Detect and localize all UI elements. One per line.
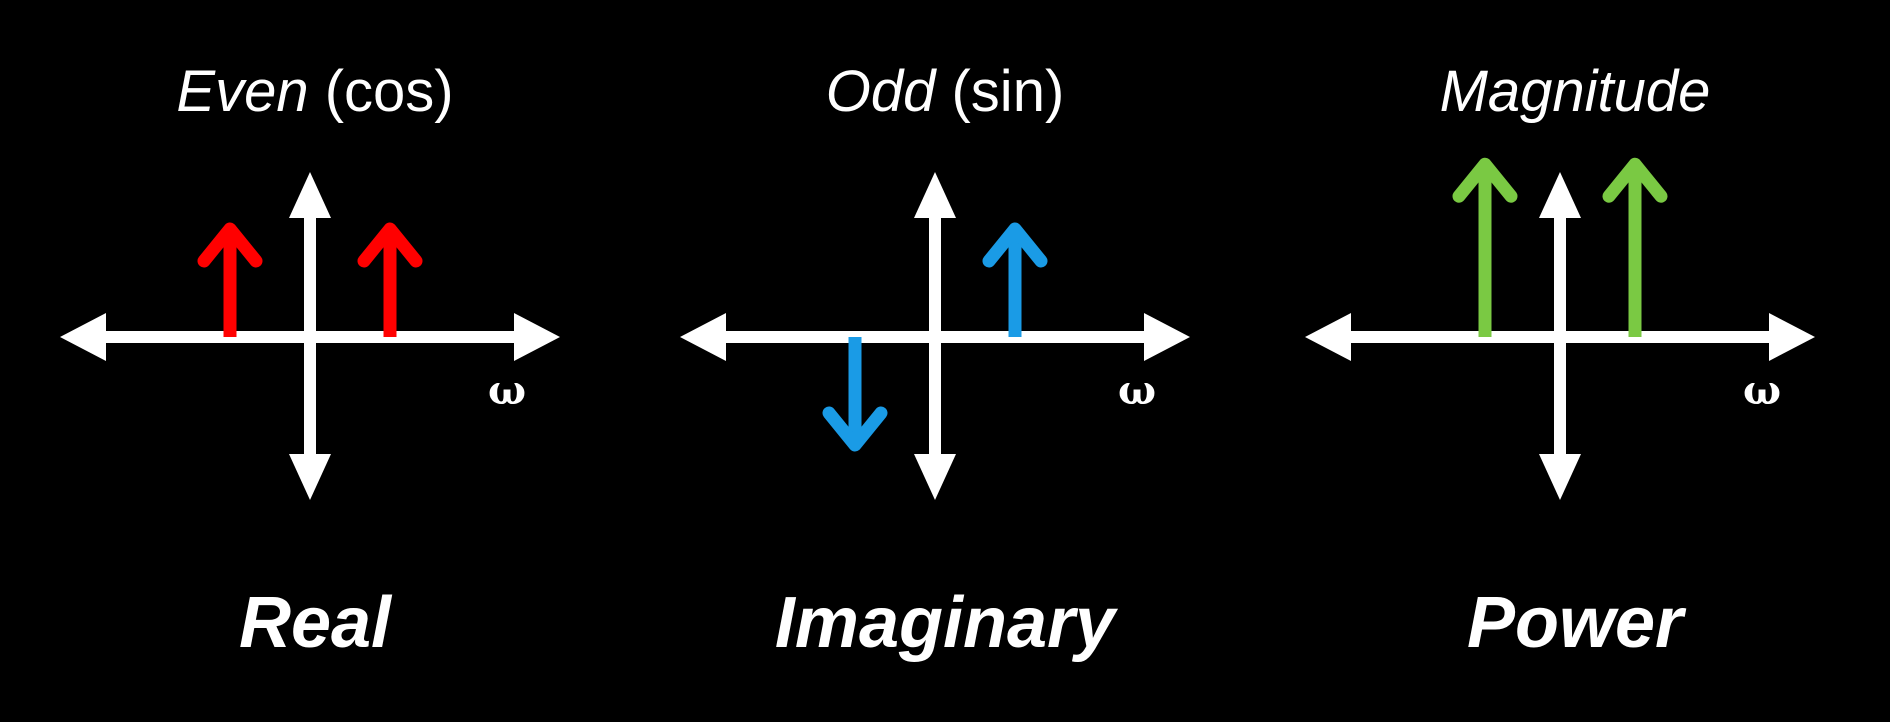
impulse-arrow	[1602, 157, 1668, 337]
panel-title: Magnitude	[1260, 52, 1890, 132]
panel-caption: Imaginary	[774, 583, 1116, 663]
x-axis-right-arrowhead	[514, 313, 560, 361]
y-axis-bottom-arrowhead	[1539, 454, 1581, 500]
impulse-arrow	[822, 337, 888, 452]
panel-title: Odd (sin)	[630, 52, 1260, 132]
title-italic: Magnitude	[1439, 59, 1711, 124]
panel-caption: Power	[1466, 583, 1684, 663]
title-rest: (cos)	[308, 59, 454, 124]
impulse-arrowhead	[357, 222, 423, 268]
spectrum-plot-even: ω	[60, 172, 560, 500]
y-axis-top-arrowhead	[289, 172, 331, 218]
impulse-arrow	[197, 222, 263, 337]
impulse-arrow	[357, 222, 423, 337]
omega-axis-label: ω	[488, 367, 526, 414]
y-axis-bottom-arrowhead	[914, 454, 956, 500]
y-axis-top-arrowhead	[1539, 172, 1581, 218]
y-axis-top-arrowhead	[914, 172, 956, 218]
panel-caption: Real	[238, 583, 392, 663]
omega-axis-label: ω	[1118, 367, 1156, 414]
x-axis-right-arrowhead	[1769, 313, 1815, 361]
spectrum-plot-magnitude: ω	[1305, 157, 1815, 500]
panel-even: Even (cos) ω Real	[0, 0, 630, 722]
impulse-arrowhead	[982, 222, 1048, 268]
impulse-arrowhead	[1452, 157, 1518, 203]
y-axis-bottom-arrowhead	[289, 454, 331, 500]
omega-axis-label: ω	[1743, 367, 1781, 414]
spectrum-plot-odd: ω	[680, 172, 1190, 500]
impulse-arrow	[1452, 157, 1518, 337]
x-axis-left-arrowhead	[680, 313, 726, 361]
title-italic: Even	[176, 59, 309, 124]
panel-odd: Odd (sin) ω Imaginary	[630, 0, 1260, 722]
panel-magnitude: Magnitude ω Power	[1260, 0, 1890, 722]
title-rest: (sin)	[935, 59, 1065, 124]
impulse-arrowhead	[1602, 157, 1668, 203]
impulse-arrow	[982, 222, 1048, 337]
impulse-arrowhead	[822, 406, 888, 452]
panel-title: Even (cos)	[0, 52, 630, 132]
title-italic: Odd	[825, 59, 936, 124]
impulse-arrowhead	[197, 222, 263, 268]
x-axis-left-arrowhead	[1305, 313, 1351, 361]
x-axis-right-arrowhead	[1144, 313, 1190, 361]
x-axis-left-arrowhead	[60, 313, 106, 361]
